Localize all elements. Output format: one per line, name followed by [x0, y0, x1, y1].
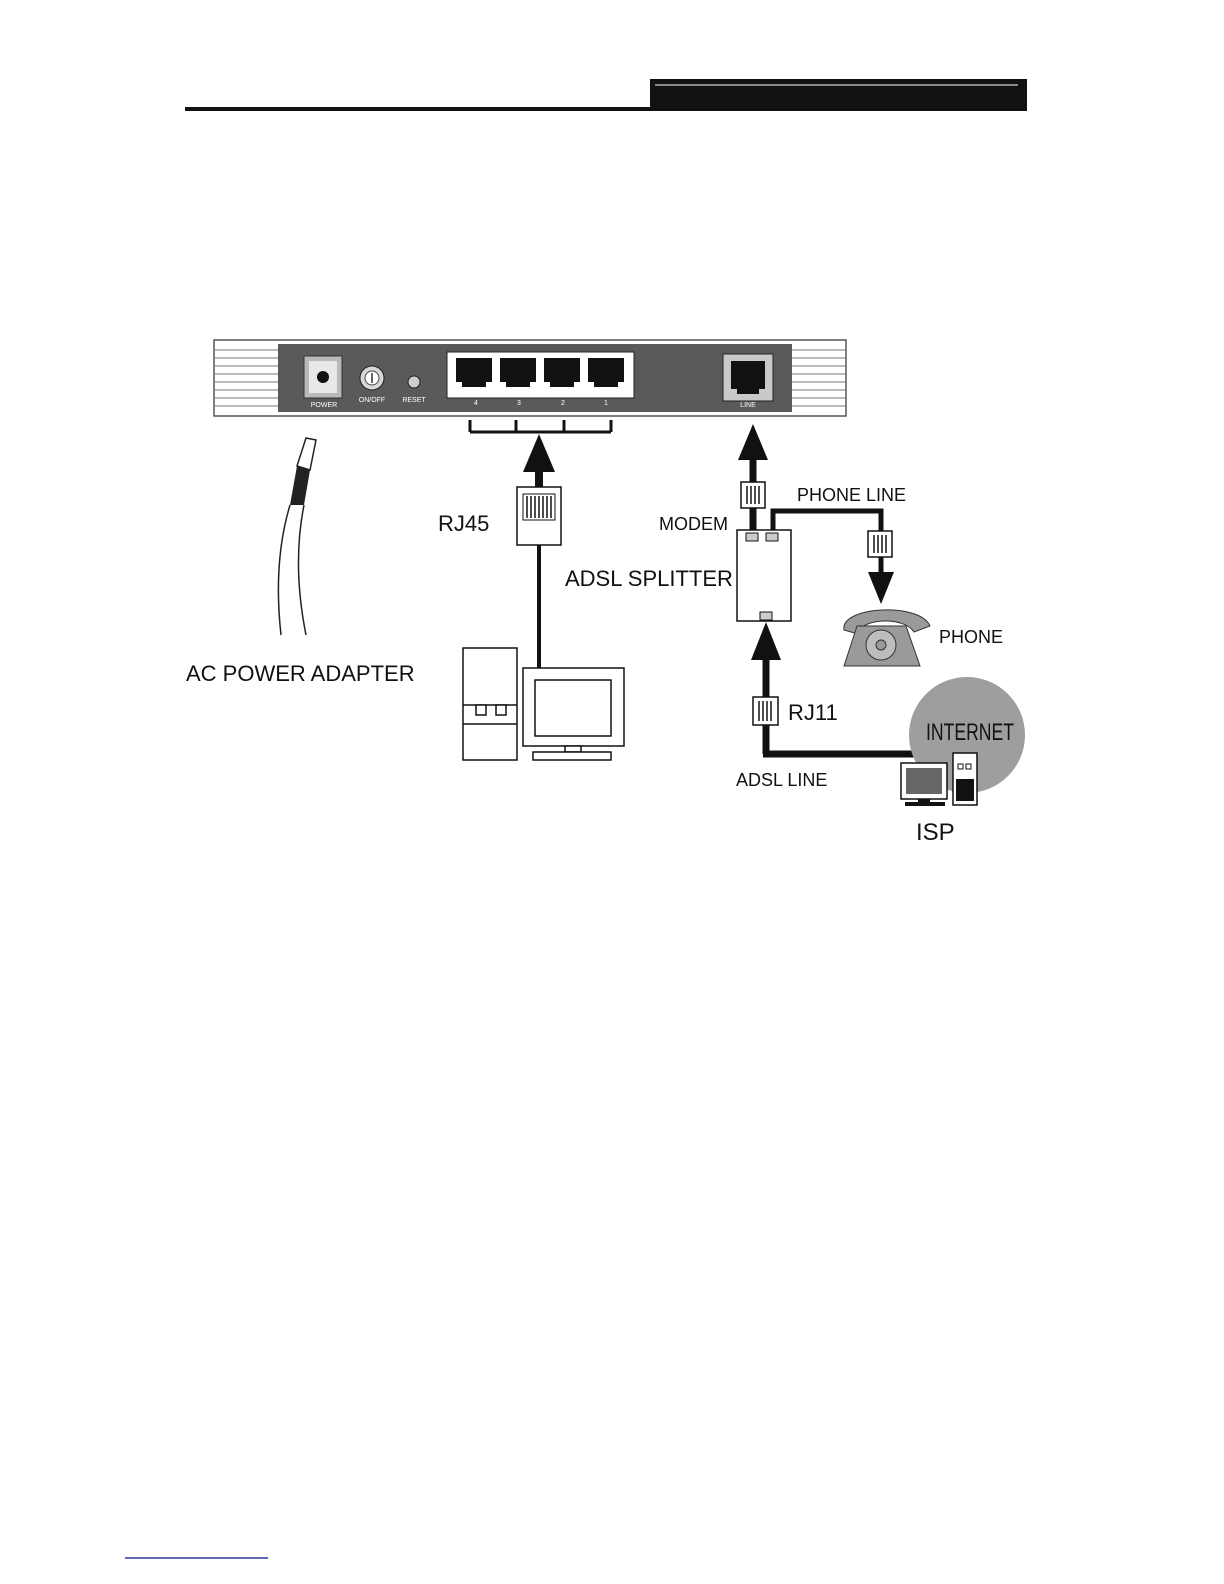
port3-label: 3	[517, 400, 521, 407]
modem-label: MODEM	[659, 514, 728, 534]
reset-label: RESET	[402, 397, 426, 404]
line-label: LINE	[740, 402, 756, 409]
rj11-connector-bottom-icon	[753, 697, 778, 725]
port2-label: 2	[561, 400, 565, 407]
phone-line-label: PHONE LINE	[797, 485, 906, 505]
rj11-connector-phone-icon	[868, 531, 892, 557]
rj45-label: RJ45	[438, 511, 489, 536]
rj11-connector-top-icon	[741, 482, 765, 508]
ac-power-adapter-label: AC POWER ADAPTER	[186, 661, 415, 686]
port4-label: 4	[474, 400, 478, 407]
phone-label: PHONE	[939, 627, 1003, 647]
onoff-label: ON/OFF	[359, 397, 385, 404]
port1-label: 1	[604, 400, 608, 407]
lan-bracket	[470, 420, 611, 432]
power-label: POWER	[311, 402, 337, 409]
internet-label: INTERNET	[926, 719, 1014, 746]
adsl-splitter-label: ADSL SPLITTER	[565, 566, 733, 591]
rj11-label: RJ11	[788, 700, 838, 725]
ethernet-cable	[523, 434, 555, 668]
router-rear-panel: POWER ON/OFF RESET 4 3 2 1 LINE	[214, 340, 846, 416]
reset-button	[408, 376, 420, 388]
power-plug-icon	[278, 438, 316, 635]
modem-line-cable	[738, 424, 768, 533]
isp-label: ISP	[916, 819, 955, 846]
header-tab	[650, 79, 1027, 111]
adsl-line-label: ADSL LINE	[736, 770, 827, 790]
adsl-splitter-icon	[737, 530, 791, 621]
desktop-computer-icon	[463, 648, 624, 760]
telephone-icon	[844, 610, 930, 666]
rj45-connector-icon	[517, 487, 561, 545]
